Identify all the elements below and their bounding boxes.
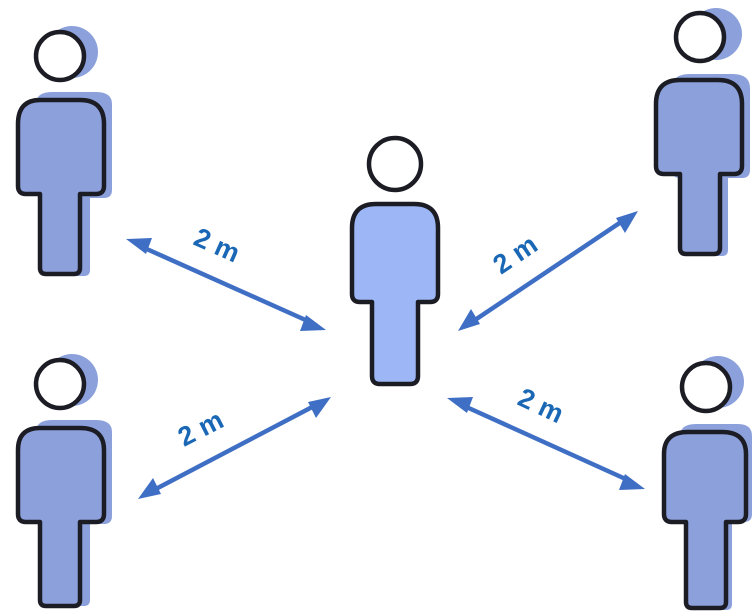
person-head: [33, 29, 87, 83]
person-body: [349, 201, 441, 387]
person-body: [15, 97, 107, 277]
person-bottom-left: [15, 354, 112, 609]
person-head: [679, 360, 733, 414]
person-bottom-right: [661, 356, 752, 611]
distance-label-bottom-right: 2 m: [513, 382, 568, 429]
person-top-right: [653, 8, 750, 257]
person-head: [673, 10, 727, 64]
person-body: [653, 77, 745, 257]
distance-label-top-left: 2 m: [190, 222, 245, 268]
distance-label-top-right: 2 m: [488, 229, 543, 280]
person-head: [366, 135, 424, 193]
person-body: [15, 425, 107, 609]
arrow-top-right: [458, 211, 638, 331]
distance-label-bottom-left: 2 m: [173, 404, 228, 452]
arrow-bottom-left: [138, 397, 331, 499]
person-top-left: [15, 26, 112, 277]
person-head: [33, 357, 87, 411]
arrow-top-left: [126, 238, 326, 331]
person-body: [661, 429, 749, 611]
arrow-bottom-right: [447, 397, 645, 490]
person-center: [349, 135, 441, 387]
